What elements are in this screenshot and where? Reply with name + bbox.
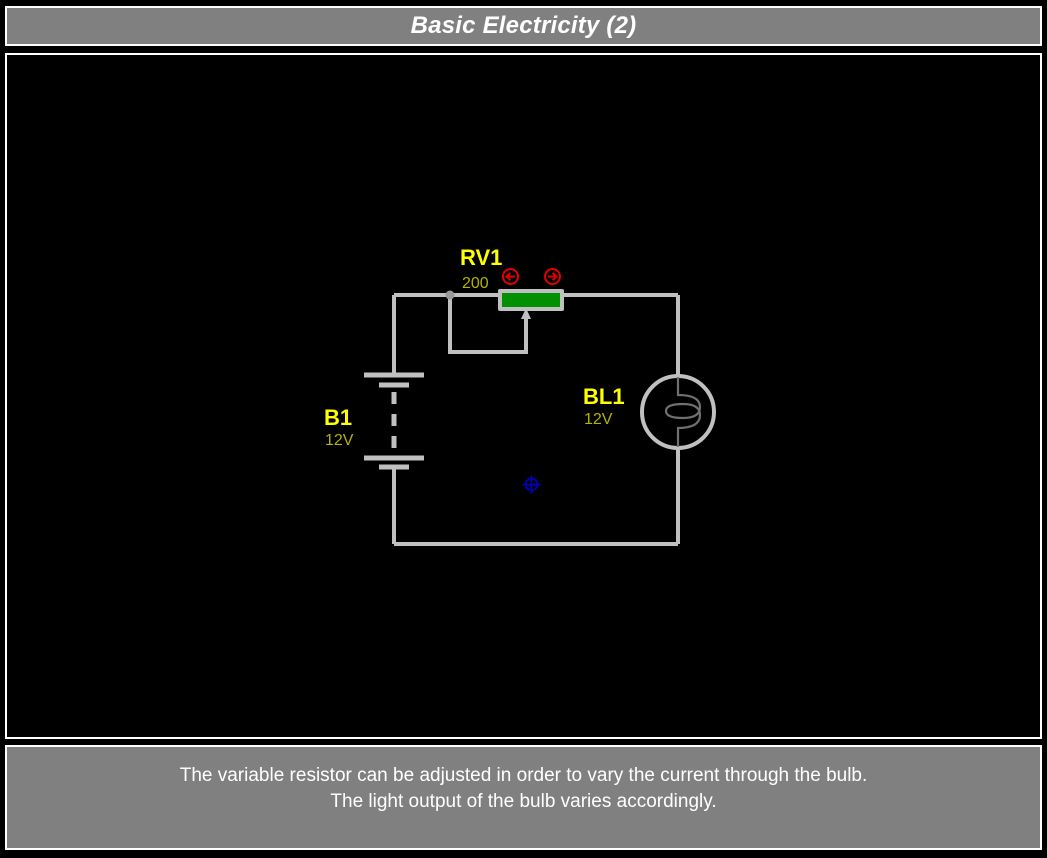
caption-bar: The variable resistor can be adjusted in… — [5, 745, 1042, 850]
circuit-canvas[interactable]: RV1 200 B1 12V BL1 12V — [5, 53, 1042, 739]
resistance-decrease-button[interactable] — [502, 268, 519, 285]
bulb-filament — [664, 377, 702, 447]
circuit-wires — [364, 290, 716, 546]
variable-resistor-name-label: RV1 — [460, 245, 503, 270]
circuit-diagram: RV1 200 B1 12V BL1 12V — [7, 55, 1040, 737]
wire-junction-dot — [445, 290, 455, 300]
battery-name-label: B1 — [324, 405, 353, 430]
bulb-envelope — [640, 374, 716, 450]
variable-resistor-value-label: 200 — [462, 275, 489, 292]
title-bar: Basic Electricity (2) — [5, 6, 1042, 46]
variable-resistor-body[interactable] — [498, 289, 564, 311]
caption-line-1: The variable resistor can be adjusted in… — [179, 764, 868, 786]
battery-value-label: 12V — [325, 432, 354, 449]
crosshair-icon — [522, 475, 541, 494]
bulb-value-label: 12V — [584, 411, 613, 428]
wiper-arrowhead — [521, 308, 531, 319]
bulb-name-label: BL1 — [583, 384, 625, 409]
page-title: Basic Electricity (2) — [410, 12, 637, 39]
caption-line-2: The light output of the bulb varies acco… — [330, 790, 717, 812]
left-arrow-icon — [505, 272, 515, 281]
variable-resistor-track — [502, 293, 560, 307]
right-arrow-icon — [548, 272, 558, 281]
crosshair-marker[interactable] — [522, 475, 541, 494]
resistance-increase-button[interactable] — [544, 268, 561, 285]
wire-wiper-tap — [448, 295, 528, 354]
